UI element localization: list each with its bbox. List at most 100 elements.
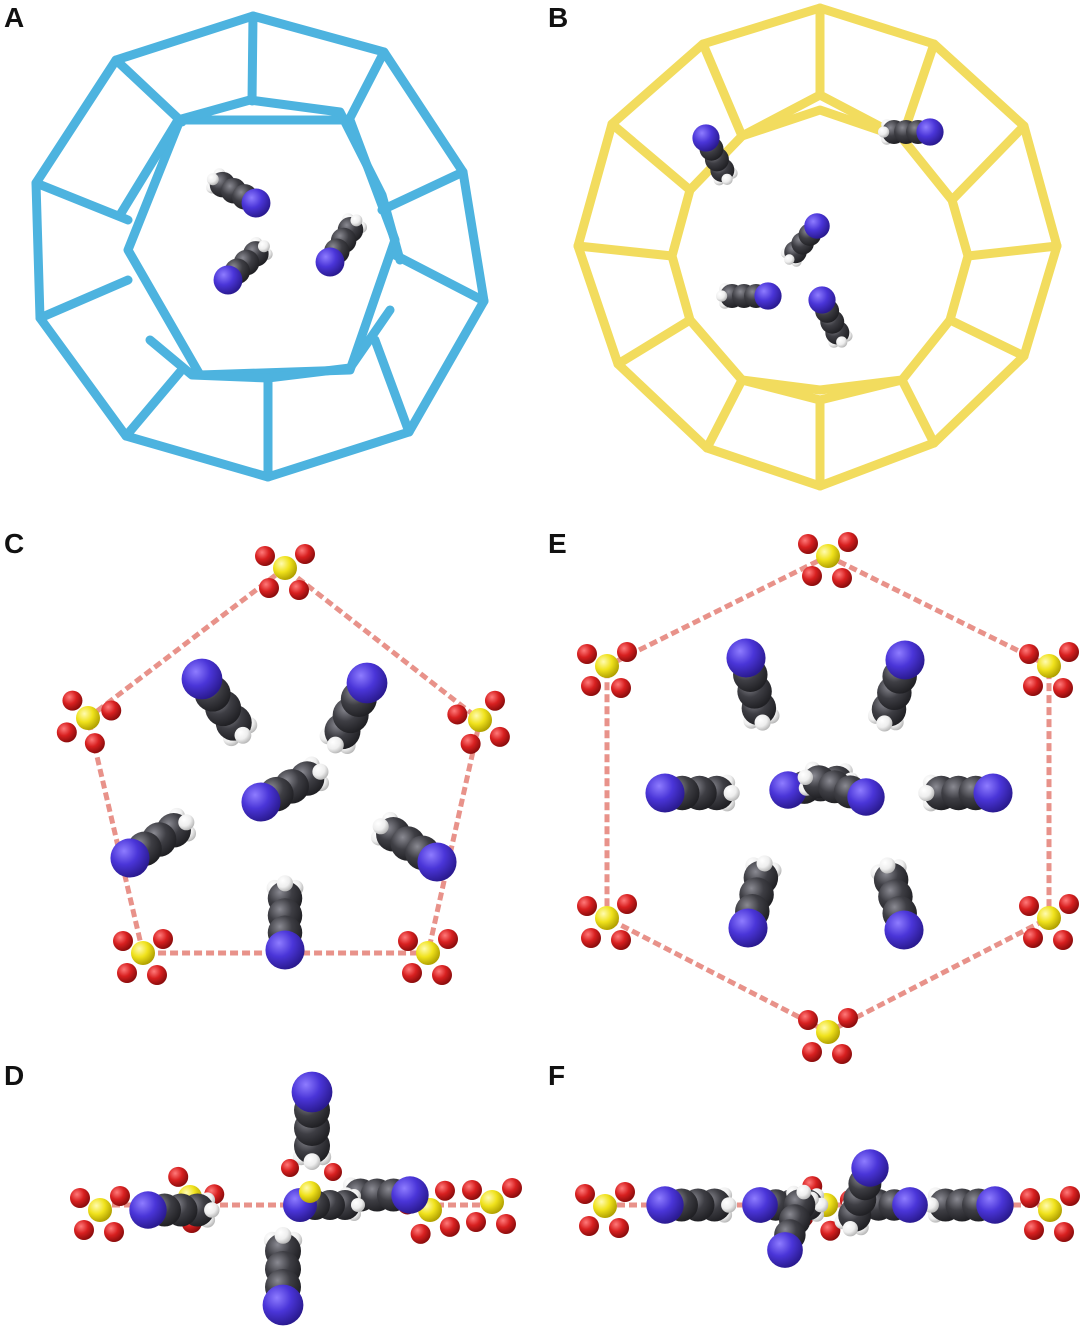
sulfur-atom — [1037, 654, 1061, 678]
oxygen-atom — [56, 722, 77, 743]
oxygen-atom — [462, 1180, 482, 1200]
hydrogen-atom — [276, 875, 294, 892]
oxygen-atom — [838, 532, 858, 552]
sulfur-atom — [131, 941, 155, 965]
nitrogen-atom — [804, 213, 830, 239]
atoms-layer — [56, 118, 1080, 1326]
oxygen-atom — [104, 1222, 124, 1242]
cage-a — [31, 11, 489, 482]
panel-label-d: D — [4, 1060, 25, 1091]
oxygen-atom — [496, 1214, 516, 1234]
nitrogen-atom — [417, 842, 457, 882]
hydrogen-atom — [312, 763, 329, 780]
nitrogen-atom — [241, 782, 281, 822]
hydrogen-atom — [836, 336, 848, 348]
nitrogen-atom — [976, 1186, 1014, 1224]
hydrogen-atom — [351, 1198, 365, 1212]
nitrogen-atom — [181, 658, 223, 700]
nitrogen-atom — [754, 282, 782, 310]
panel-label-e: E — [548, 528, 567, 559]
sulfur-atom — [416, 941, 440, 965]
cage-b — [573, 3, 1062, 491]
sulfur-atom — [816, 1020, 840, 1044]
nitrogen-atom — [391, 1176, 429, 1214]
oxygen-atom — [617, 894, 637, 914]
oxygen-atom — [617, 642, 637, 662]
panel-label-b: B — [548, 2, 569, 33]
oxygen-atom — [1060, 1186, 1080, 1206]
nitrogen-atom — [213, 265, 243, 295]
hydrogen-atom — [350, 214, 363, 227]
oxygen-atom — [609, 1218, 629, 1238]
sulfur-atom — [595, 906, 619, 930]
oxygen-atom — [615, 1182, 635, 1202]
nitrogen-atom — [808, 286, 836, 314]
nitrogen-atom — [346, 662, 388, 704]
oxygen-atom — [1059, 642, 1079, 662]
oxygen-atom — [798, 534, 818, 554]
oxygen-atom — [255, 546, 275, 566]
oxygen-atom — [70, 1188, 90, 1208]
hydrogen-atom — [876, 715, 893, 732]
nitrogen-atom — [646, 1186, 684, 1224]
hydrogen-atom — [372, 818, 389, 835]
hydrogen-atom — [327, 736, 344, 754]
oxygen-atom — [611, 930, 631, 950]
nitrogen-atom — [726, 638, 766, 678]
oxygen-atom — [838, 1008, 858, 1028]
hydrogen-atom — [178, 814, 195, 831]
nitrogen-atom — [884, 910, 924, 950]
oxygen-atom — [611, 678, 631, 698]
hydrogen-atom — [234, 726, 252, 744]
hydrogen-atom — [918, 784, 935, 802]
oxygen-atom — [1023, 676, 1043, 696]
hydrogen-atom — [274, 1227, 292, 1244]
hydrogen-atom — [257, 240, 270, 253]
oxygen-atom — [579, 1216, 599, 1236]
nitrogen-atom — [892, 1187, 928, 1223]
nitrogen-atom — [973, 773, 1013, 813]
sulfur-atom — [1037, 906, 1061, 930]
oxygen-atom — [489, 726, 510, 747]
hydrogen-atom — [797, 769, 814, 785]
hydrogen-atom — [206, 173, 219, 186]
oxygen-atom — [153, 929, 173, 949]
nitrogen-atom — [847, 778, 885, 816]
sulfur-atom — [816, 544, 840, 568]
nitrogen-atom — [241, 188, 271, 218]
oxygen-atom — [398, 931, 418, 951]
oxygen-atom — [1053, 930, 1073, 950]
oxygen-atom — [460, 733, 481, 754]
sulfur-atom — [468, 708, 492, 732]
oxygen-atom — [438, 929, 458, 949]
nitrogen-atom — [742, 1187, 778, 1223]
oxygen-atom — [74, 1220, 94, 1240]
hydrogen-atom — [878, 126, 890, 138]
nitrogen-atom — [129, 1191, 167, 1229]
nitrogen-atom — [315, 247, 345, 277]
hydrogen-atom — [721, 173, 733, 185]
nitrogen-atom — [110, 838, 150, 878]
sulfur-atom — [1038, 1198, 1062, 1222]
panel-label-f: F — [548, 1060, 566, 1091]
oxygen-atom — [117, 963, 137, 983]
oxygen-atom — [434, 1180, 455, 1201]
oxygen-atom — [1019, 896, 1039, 916]
nitrogen-atom — [851, 1149, 889, 1187]
oxygen-atom — [402, 963, 422, 983]
oxygen-atom — [113, 931, 133, 951]
oxygen-atom — [577, 644, 597, 664]
hydrogen-atom — [303, 1153, 321, 1170]
sulfur-atom — [88, 1198, 112, 1222]
nitrogen-atom — [767, 1232, 803, 1268]
oxygen-atom — [802, 1042, 822, 1062]
oxygen-atom — [581, 676, 601, 696]
sulfur-atom — [299, 1181, 321, 1203]
hydrogen-atom — [721, 1197, 737, 1213]
hydrogen-atom — [842, 1220, 858, 1237]
oxygen-atom — [295, 544, 315, 564]
oxygen-atom — [820, 1220, 841, 1241]
oxygen-atom — [101, 700, 122, 721]
oxygen-atom — [832, 568, 852, 588]
oxygen-atom — [289, 580, 309, 600]
